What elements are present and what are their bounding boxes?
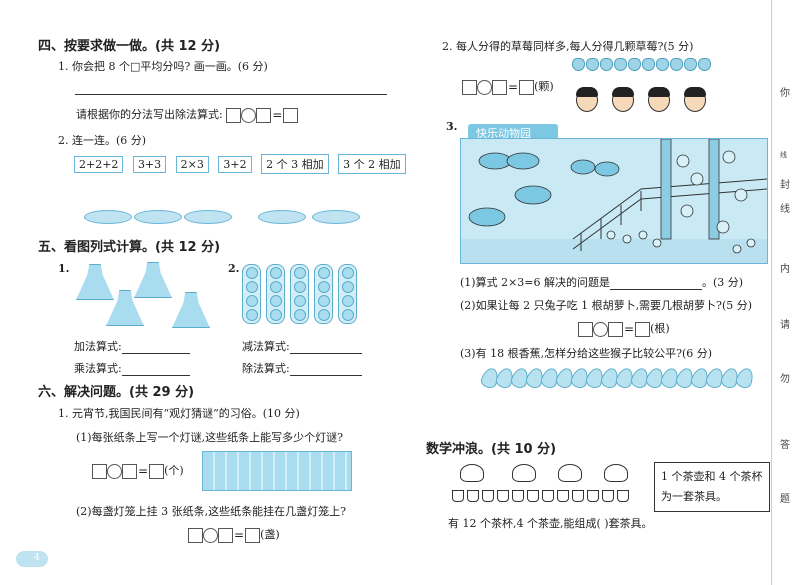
division-formula-row: 请根据你的分法写出除法算式: = (76, 106, 299, 123)
dresses-picture (72, 260, 212, 330)
operator-circle[interactable] (593, 321, 608, 337)
problem-5-2-number: 2. (228, 262, 240, 275)
operator-circle[interactable] (203, 527, 218, 543)
answer-box[interactable] (635, 321, 651, 337)
binding-margin: 你 线 封 线 内 请 勿 答 题 (771, 0, 800, 585)
answer-box[interactable] (149, 463, 165, 479)
question-6-1: 1. 元宵节,我国民间有“观灯猜谜”的习俗。(10 分) (58, 407, 300, 420)
bonus-section-title: 数学冲浪。(共 10 分) (426, 442, 557, 457)
formula-prompt: 请根据你的分法写出除法算式: (76, 108, 223, 121)
expression-card[interactable]: 2×3 (175, 156, 209, 173)
answer-line[interactable] (289, 341, 362, 354)
question-6-1-part-1: (1)每张纸条上写一个灯谜,这些纸条上能写多少个灯谜? (76, 431, 343, 444)
section-5-title: 五、看图列式计算。(共 12 分) (38, 240, 221, 255)
answer-box[interactable] (92, 463, 107, 479)
question-6-1-part-2: (2)每盏灯笼上挂 3 张纸条,这些纸条能挂在几盏灯笼上? (76, 505, 346, 518)
yarn-balls-picture (242, 264, 362, 326)
fish-plates-group-b[interactable] (258, 205, 368, 225)
answer-box[interactable] (188, 527, 203, 543)
question-r-2: 2. 每人分得的草莓同样多,每人分得几颗草莓?(5 分) (442, 40, 694, 53)
answer-box[interactable] (122, 463, 137, 479)
answer-line[interactable] (121, 363, 190, 376)
expression-card[interactable]: 3+2 (218, 156, 252, 173)
division-formula: 除法算式: (242, 360, 362, 376)
answer-row-1: =(个) (92, 462, 184, 479)
zoo-banner: 快乐动物园 (468, 124, 558, 140)
answer-box[interactable] (218, 527, 233, 543)
answer-line[interactable] (289, 363, 362, 376)
tea-set-picture (452, 462, 642, 504)
page-number-badge: 4 (16, 551, 48, 567)
question-r-3-3: (3)有 18 根香蕉,怎样分给这些猴子比较公平?(6 分) (460, 347, 713, 360)
zoo-illustration (461, 138, 768, 263)
expression-card[interactable]: 2 个 3 相加 (261, 154, 329, 174)
fish-plates-group-a[interactable] (84, 205, 234, 225)
multiplication-formula: 乘法算式: (74, 360, 190, 376)
answer-row-2: =(盏) (188, 526, 280, 543)
answer-box[interactable] (245, 527, 261, 543)
answer-box[interactable] (608, 321, 623, 337)
section-6-title: 六、解决问题。(共 29 分) (38, 385, 195, 400)
subtraction-formula: 减法算式: (242, 338, 362, 354)
children-picture (572, 86, 712, 114)
question-4-2: 2. 连一连。(6 分) (58, 134, 147, 147)
question-r-3-2: (2)如果让每 2 只兔子吃 1 根胡萝卜,需要几根胡萝卜?(5 分) (460, 299, 753, 312)
operator-circle[interactable] (241, 107, 257, 123)
bonus-question: 有 12 个茶杯,4 个茶壶,能组成( )套茶具。 (448, 517, 653, 530)
zoo-scene-picture (460, 138, 768, 264)
question-4-1: 1. 你会把 8 个□平均分吗? 画一画。(6 分) (58, 60, 268, 73)
operator-circle[interactable] (477, 79, 492, 95)
question-r-3-number: 3. (446, 120, 458, 133)
zoo-banner-text: 快乐动物园 (476, 127, 531, 140)
answer-row-strawberry: =(颗) (462, 78, 554, 95)
answer-box[interactable] (256, 107, 272, 123)
operator-circle[interactable] (107, 463, 122, 479)
problem-5-1-number: 1. (58, 262, 70, 275)
section-4-title: 四、按要求做一做。(共 12 分) (38, 39, 221, 54)
page-number: 4 (34, 553, 40, 563)
answer-line[interactable] (121, 341, 190, 354)
answer-box[interactable] (226, 107, 242, 123)
tea-set-rule-box: 1 个茶壶和 4 个茶杯为一套茶具。 (654, 462, 770, 512)
drawing-answer-line (75, 94, 387, 95)
expression-row: 2+2+2 3+3 2×3 3+2 2 个 3 相加 3 个 2 相加 (74, 154, 412, 174)
bananas-picture (479, 365, 762, 392)
answer-line[interactable] (610, 277, 703, 290)
question-r-3-1: (1)算式 2×3=6 解决的问题是。(3 分) (460, 276, 744, 290)
answer-box[interactable] (578, 321, 593, 337)
addition-formula: 加法算式: (74, 338, 190, 354)
expression-card[interactable]: 2+2+2 (74, 156, 124, 173)
answer-box[interactable] (519, 79, 535, 95)
answer-box[interactable] (283, 107, 299, 123)
answer-row-carrot: =(根) (578, 320, 670, 337)
answer-box[interactable] (492, 79, 507, 95)
strawberries-picture (572, 58, 712, 82)
answer-box[interactable] (462, 79, 477, 95)
expression-card[interactable]: 3 个 2 相加 (338, 154, 406, 174)
paper-strips-picture (202, 451, 352, 491)
expression-card[interactable]: 3+3 (132, 156, 167, 173)
